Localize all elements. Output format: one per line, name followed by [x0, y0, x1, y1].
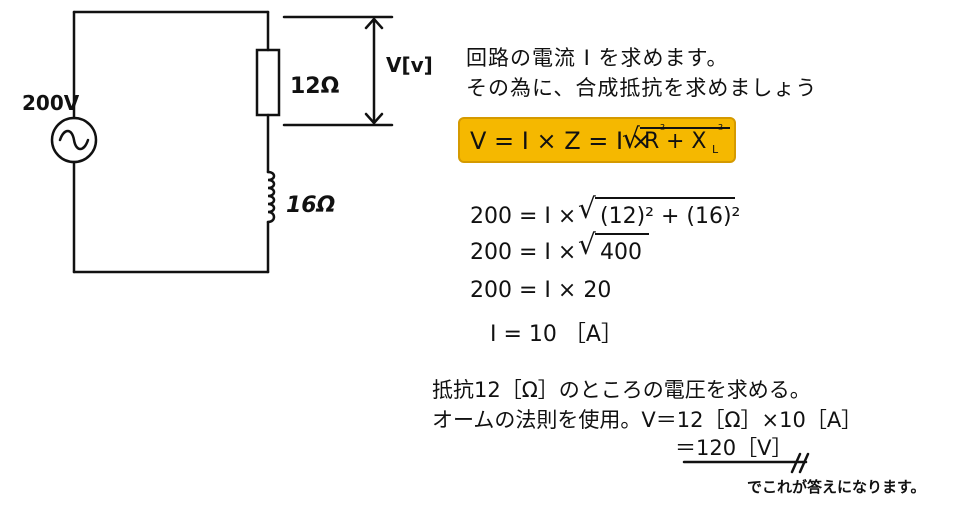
formula-subscript-l: L	[712, 143, 719, 156]
source-label: 200V	[22, 91, 80, 115]
formula-x-square: ²	[718, 123, 724, 138]
answer-underline	[682, 452, 810, 474]
voltage-result: ＝120［V］	[675, 436, 793, 460]
formula-r-square: ²	[660, 123, 666, 138]
voltage-label: V[v]	[386, 53, 433, 77]
sqrt-icon-step-1: √	[578, 192, 596, 225]
double-slash-icon	[790, 452, 810, 474]
formula-plus-x: + X	[666, 129, 707, 154]
calc-step-1-radicand: (12)² + (16)²	[600, 204, 741, 229]
sqrt-icon-step-2: √	[578, 228, 596, 261]
resistor-label: 12Ω	[290, 74, 340, 99]
calc-step-4: I = 10 ［A］	[490, 322, 623, 347]
impedance-formula-box: V = I × Z = I × √ R ² + X L ²	[458, 117, 736, 163]
calc-step-2-left: 200 = I ×	[470, 240, 577, 265]
calc-step-3: 200 = I × 20	[470, 278, 612, 303]
explanation-line-2: その為に、合成抵抗を求めましょう	[466, 76, 818, 100]
ac-wave-icon	[58, 129, 90, 151]
answer-note: でこれが答えになります。	[747, 478, 926, 496]
resistor-symbol	[255, 48, 281, 117]
voltage-arrow-up-icon	[364, 17, 384, 30]
explanation-line-1: 回路の電流 I を求めます。	[466, 46, 729, 70]
ac-source-symbol	[50, 116, 98, 164]
sqrt-bar-step-1	[595, 197, 735, 199]
calc-step-1-left: 200 = I ×	[470, 204, 577, 229]
inductor-symbol	[266, 170, 276, 224]
circuit-diagram: 200V 12Ω 16Ω V[v]	[22, 10, 433, 274]
inductor-label: 16Ω	[286, 193, 335, 218]
sqrt-bar-step-2	[595, 233, 649, 235]
voltage-arrow-down-icon	[364, 112, 384, 125]
formula-r: R	[644, 129, 660, 154]
formula-lhs: V = I × Z = I ×	[470, 127, 651, 155]
voltage-line-1: 抵抗12［Ω］のところの電圧を求める。	[432, 378, 811, 402]
calc-step-2-radicand: 400	[600, 240, 642, 265]
sqrt-bar	[640, 127, 730, 129]
sqrt-icon: √	[622, 122, 640, 155]
voltage-line-2: オームの法則を使用。V＝12［Ω］×10［A］	[432, 408, 863, 432]
